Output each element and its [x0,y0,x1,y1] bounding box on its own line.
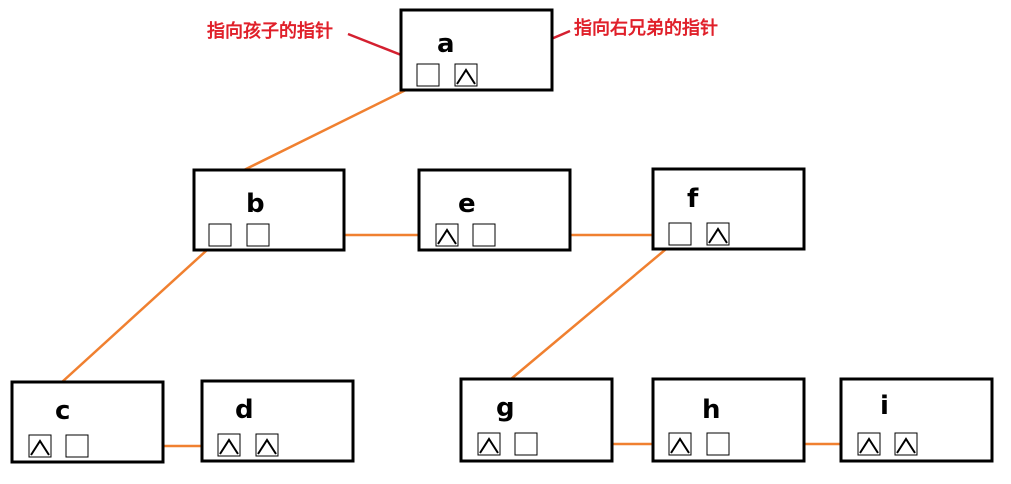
child-pointer-box [668,432,692,456]
null-pointer-icon [859,437,879,454]
node-d: d [200,379,355,463]
node-label: c [55,396,70,426]
child-pointer-box [208,223,232,247]
child-pointer-box [668,222,692,246]
null-pointer-icon [456,68,476,85]
node-box [399,8,554,92]
node-g: g [459,377,614,463]
null-pointer-icon [437,228,457,245]
sibling-pointer-box [514,432,538,456]
null-pointer-icon [670,437,690,454]
null-pointer-icon [30,439,50,456]
sibling-pointer-box [454,63,478,87]
child-pointer-box [416,63,440,87]
node-h: h [651,377,806,463]
sibling-pointer-annotation: 指向右兄弟的指针 [574,17,718,39]
annotations-layer: 指向孩子的指针 指向右兄弟的指针 [207,17,718,72]
node-e: e [417,168,572,252]
child-pointer-box [435,223,459,247]
null-pointer-icon [896,437,916,454]
node-b: b [192,168,346,252]
node-label: g [496,393,515,423]
child-link-f-g [510,238,679,380]
node-label: h [702,395,721,425]
sibling-pointer-box [255,433,279,457]
child-pointer-box [857,432,881,456]
null-pointer-icon [257,438,277,455]
child-pointer-box [28,434,52,458]
child-link-a-b [243,78,427,172]
node-label: b [246,189,265,219]
node-a: a [399,8,554,92]
sibling-pointer-box [472,223,496,247]
node-label: f [687,184,699,214]
node-label: a [437,29,455,59]
node-label: i [880,391,889,421]
child-pointer-annotation: 指向孩子的指针 [207,20,333,42]
node-label: e [458,189,476,219]
nodes-layer: a b e f c d g h i [10,8,994,464]
sibling-pointer-box [894,432,918,456]
sibling-pointer-box [65,434,89,458]
node-i: i [839,377,994,463]
null-pointer-icon [219,438,239,455]
node-label: d [235,395,254,425]
null-pointer-icon [479,437,499,454]
sibling-pointer-box [706,432,730,456]
child-link-b-c [61,239,219,383]
child-pointer-box [477,432,501,456]
node-c: c [10,380,165,464]
child-pointer-box [217,433,241,457]
node-f: f [651,167,806,251]
sibling-pointer-box [246,223,270,247]
null-pointer-icon [708,227,728,244]
sibling-pointer-box [706,222,730,246]
